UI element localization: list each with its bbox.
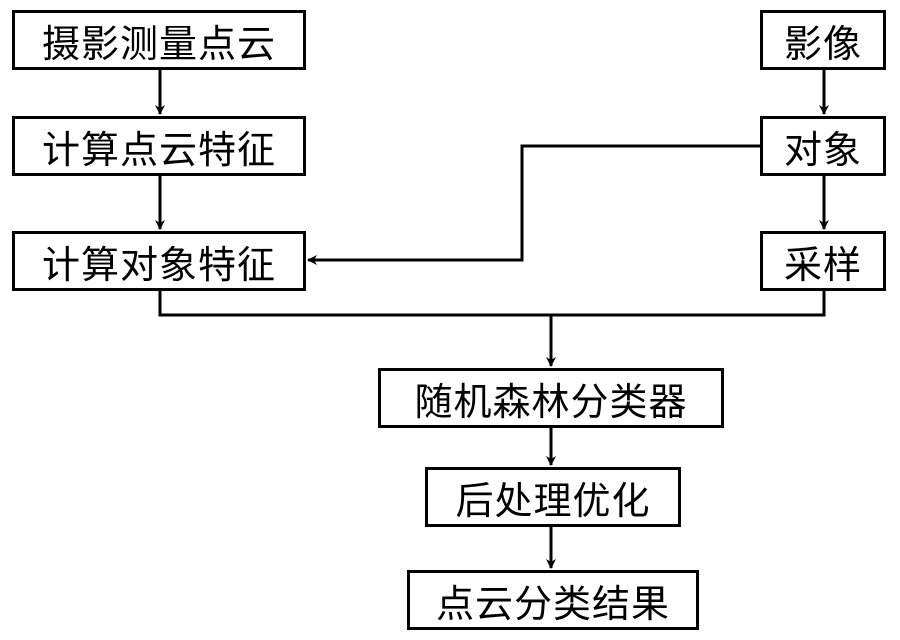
node-sampling: 采样 xyxy=(760,231,886,291)
node-photogrammetry-point-cloud: 摄影测量点云 xyxy=(12,10,306,70)
node-post-processing-optimization: 后处理优化 xyxy=(425,467,681,527)
node-image: 影像 xyxy=(760,10,886,70)
merge-line-object-features xyxy=(158,291,826,317)
node-calculate-object-features: 计算对象特征 xyxy=(12,231,306,291)
node-point-cloud-classification-result: 点云分类结果 xyxy=(407,570,699,630)
arrow-object-to-object-features xyxy=(307,144,760,265)
node-random-forest-classifier: 随机森林分类器 xyxy=(378,368,724,428)
node-object: 对象 xyxy=(760,116,886,176)
node-calculate-point-cloud-features: 计算点云特征 xyxy=(12,116,306,176)
